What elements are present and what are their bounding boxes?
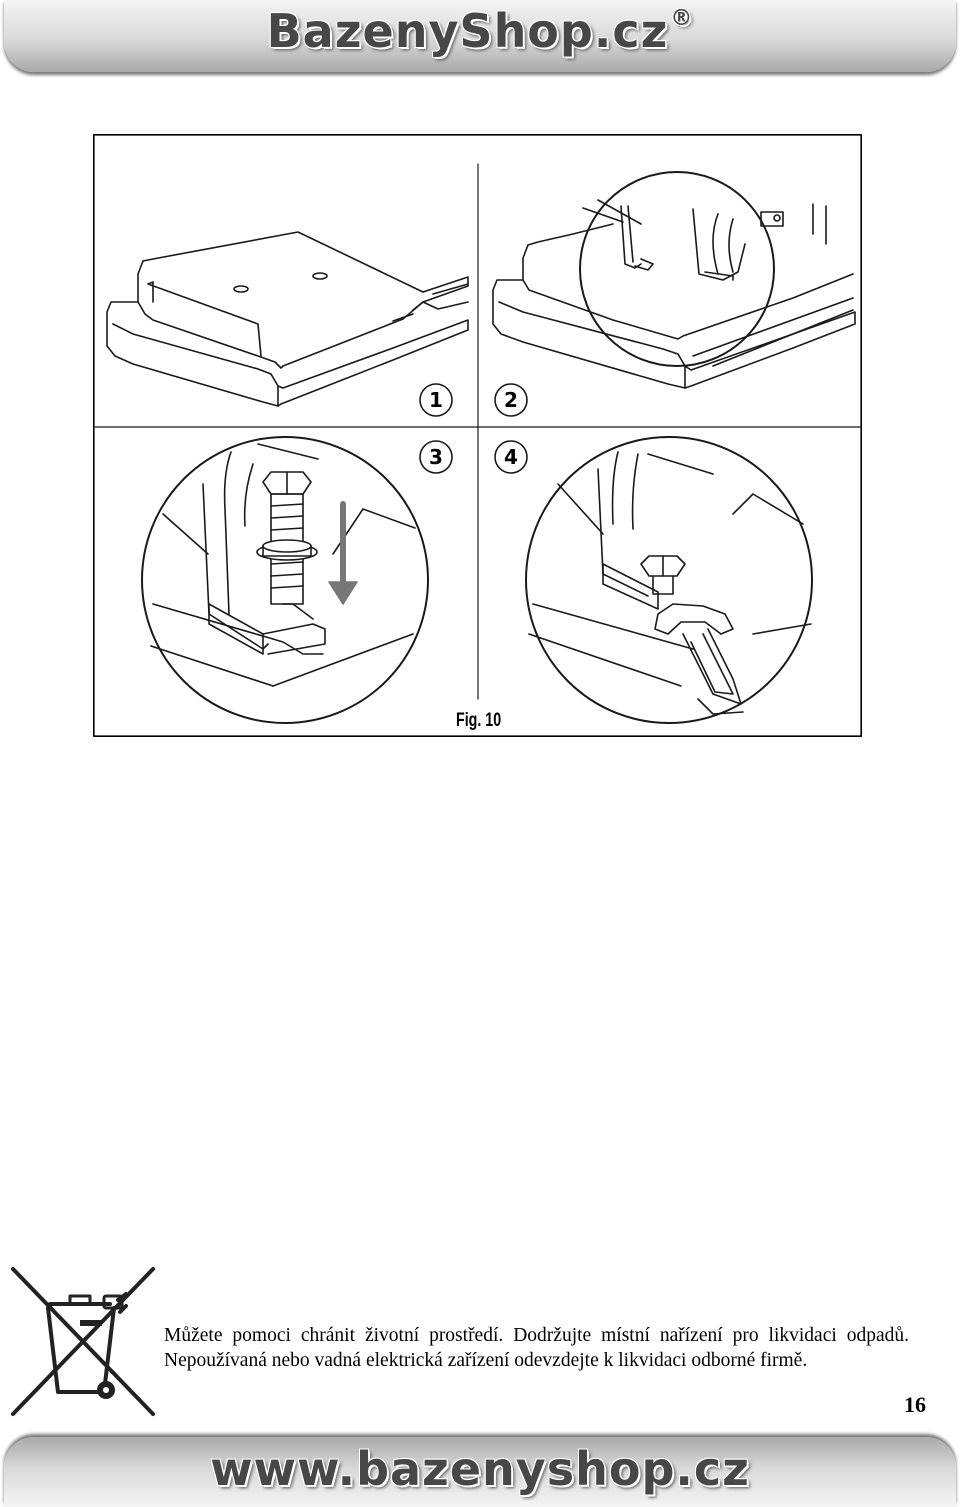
- weee-bin-icon: [8, 1264, 158, 1424]
- page-number: 16: [904, 1392, 926, 1417]
- panel-4-wrench-tightening: [525, 436, 813, 724]
- registered-mark: ®: [670, 6, 694, 31]
- assembly-illustration: 1 2 3 4: [93, 134, 862, 737]
- recycling-notice: Můžete pomoci chránit životní prostředí.…: [164, 1325, 909, 1371]
- header-bar: [4, 0, 956, 72]
- step-3: 3: [429, 445, 443, 469]
- footer-bar: [4, 1437, 956, 1507]
- panel-2-base-with-pump: [492, 171, 856, 389]
- figure-label: Fig. 10: [456, 710, 502, 731]
- brand-name: BazenyShop.cz: [266, 4, 669, 58]
- assembly-figure: 1 2 3 4 Fig. 10: [93, 134, 862, 737]
- step-4: 4: [504, 445, 518, 469]
- panel-1-base: [106, 231, 469, 407]
- step-1: 1: [429, 388, 443, 412]
- step-markers: 1 2 3 4: [419, 383, 528, 474]
- panel-3-bolt-insertion: [141, 436, 429, 724]
- footer-website: www.bazenyshop.cz: [210, 1442, 750, 1496]
- step-2: 2: [504, 388, 518, 412]
- crossed-bin-icon: [11, 1267, 155, 1416]
- brand-logo: BazenyShop.cz®: [0, 4, 960, 58]
